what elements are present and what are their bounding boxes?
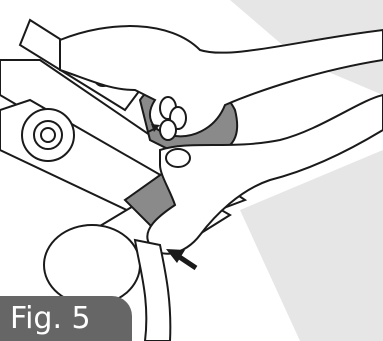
press-arrow-icon [166,249,196,268]
pull-strap [135,240,170,341]
lower-wheel [44,225,140,305]
figure-label: Fig. 5 [0,296,132,341]
hand-lower-thumb [166,149,190,167]
wheel-hub [22,109,74,161]
